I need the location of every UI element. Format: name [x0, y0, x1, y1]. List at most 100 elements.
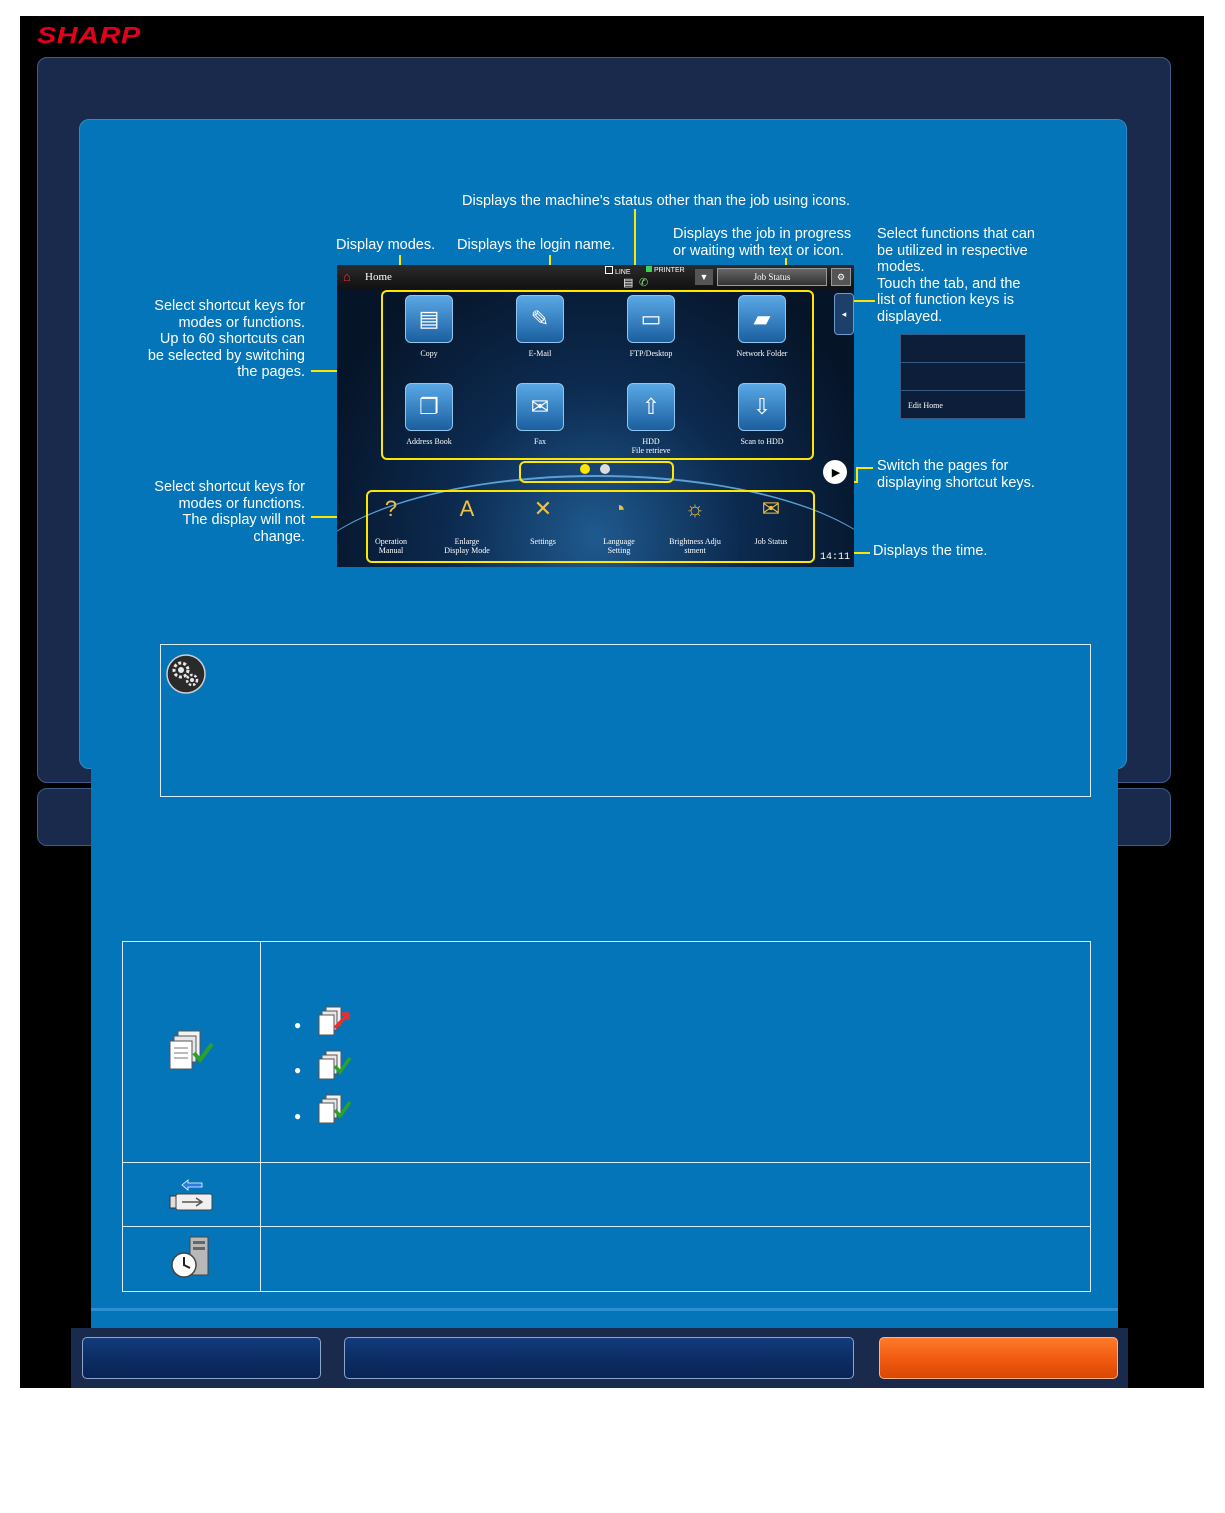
- annotation-line: modes.: [877, 259, 925, 275]
- annotation-line: displaying shortcut keys.: [877, 474, 1035, 491]
- annotation-time: Displays the time.: [873, 543, 988, 559]
- function-key-list: Edit Home: [900, 334, 1026, 419]
- status-line-label: LINE: [614, 269, 631, 276]
- home-mode-label: Home: [365, 271, 392, 283]
- usb-memory-icon: [169, 1179, 212, 1211]
- function-list-tab[interactable]: ◂: [834, 293, 854, 335]
- device-home-screen: ⌂ Home LINE PRINTER ▤ ✆ ▼ Job Status ⚙ ▤…: [337, 265, 854, 567]
- nav-button-next[interactable]: [879, 1337, 1118, 1379]
- job-complete-icon: [318, 1050, 352, 1080]
- leader-line: [549, 255, 551, 273]
- shortcut-key-label: Copy: [420, 349, 438, 358]
- job-status-icon: [169, 1030, 214, 1069]
- annotation-shortcut-top: Select shortcut keys for modes or functi…: [120, 298, 305, 381]
- scan-hdd-icon: ⇩: [738, 383, 786, 431]
- annotation-job-progress: Displays the job in progress or waiting …: [673, 226, 851, 259]
- shortcut-area-highlight: [381, 290, 814, 460]
- job-complete-icon: [318, 1094, 352, 1124]
- shortcut-key-label: Network Folder: [736, 349, 788, 358]
- clock: 14:11: [820, 552, 851, 563]
- table-row: [122, 941, 1091, 1163]
- shortcut-key-label: E-Mail: [528, 349, 552, 358]
- annotation-line: list of function keys is: [877, 292, 1014, 308]
- user-icon[interactable]: ⚙: [831, 268, 851, 286]
- annotation-line: be utilized in respective: [877, 242, 1028, 259]
- annotation-shortcut-bottom: Select shortcut keys for modes or functi…: [120, 479, 305, 545]
- annotation-line: the pages.: [237, 364, 305, 380]
- scheduled-job-icon: [170, 1236, 208, 1278]
- language-icon: ◔: [612, 496, 626, 521]
- folder-icon: ▰: [738, 295, 786, 343]
- job-status-icon: ✉: [761, 496, 781, 521]
- annotation-switch-pages: Switch the pages for displaying shortcut…: [877, 458, 1035, 491]
- book-icon: ❐: [405, 383, 453, 431]
- leader-line: [846, 300, 875, 302]
- fixed-key-label: Operation Manual: [375, 537, 407, 555]
- next-page-button[interactable]: ▶: [823, 460, 847, 484]
- screen-arc: [337, 475, 854, 567]
- content-divider: [91, 1308, 1118, 1311]
- copy-icon: ▤: [405, 295, 453, 343]
- leader-line: [634, 209, 636, 271]
- annotation-line: modes or functions.: [178, 495, 305, 512]
- fixed-key-label: Brightness Adju stment: [669, 537, 721, 555]
- tab-arrow-icon: ◂: [841, 309, 847, 319]
- status-printer-label: PRINTER: [653, 267, 685, 274]
- phone-icon: ✆: [639, 277, 649, 289]
- play-icon: ▶: [831, 466, 841, 479]
- note-box: [160, 644, 1091, 797]
- annotation-login-name: Displays the login name.: [457, 237, 615, 253]
- function-key-item[interactable]: [901, 363, 1025, 391]
- wrench-icon: ✕: [533, 496, 553, 521]
- annotation-line: change.: [253, 528, 305, 545]
- edit-home-item[interactable]: Edit Home: [901, 391, 1025, 419]
- printer-status-icon: [646, 266, 652, 272]
- enlarge-icon: A: [459, 496, 475, 521]
- annotation-line: Touch the tab, and the: [877, 275, 1021, 292]
- status-printer-indicator: PRINTER: [646, 266, 685, 274]
- monitor-icon: ▭: [627, 295, 675, 343]
- shortcut-key-label: FTP/Desktop: [629, 349, 673, 358]
- annotation-line: displayed.: [877, 308, 943, 325]
- hdd-retrieve-icon: ⇧: [627, 383, 675, 431]
- page-indicator-highlight: [519, 461, 674, 483]
- status-device-icon: ▤: [623, 277, 634, 289]
- function-key-item[interactable]: [901, 335, 1025, 363]
- sharp-logo: SHARP: [37, 22, 141, 48]
- manual-icon: ?: [384, 496, 398, 521]
- annotation-line: be selected by switching: [147, 347, 305, 364]
- job-status-button[interactable]: Job Status: [717, 268, 827, 286]
- home-icon[interactable]: ⌂: [343, 269, 351, 284]
- annotation-line: Select shortcut keys for: [154, 298, 305, 314]
- table-description-cell: [260, 941, 1091, 1163]
- leader-line: [399, 255, 401, 273]
- line-checkbox-icon: [605, 266, 613, 274]
- annotation-display-modes: Display modes.: [336, 237, 436, 253]
- status-line-indicator: LINE: [605, 266, 631, 276]
- annotation-line: Select shortcut keys for: [154, 479, 305, 495]
- dropdown-arrow-icon[interactable]: ▼: [695, 269, 713, 285]
- shortcut-key-label: Address Book: [406, 437, 452, 446]
- leader-line: [846, 552, 870, 554]
- table-description-cell: [260, 1226, 1091, 1292]
- page-dot-active[interactable]: [580, 464, 590, 474]
- fixed-key-label: Enlarge Display Mode: [444, 537, 490, 555]
- fixed-key-label: Language Setting: [603, 537, 635, 555]
- email-icon: ✎: [516, 295, 564, 343]
- job-sending-icon: [318, 1006, 350, 1036]
- table-description-cell: [260, 1162, 1091, 1227]
- table-icon-cell: [122, 1162, 261, 1227]
- annotation-line: Displays the job in progress: [673, 226, 852, 242]
- shortcut-key-label: HDD File retrieve: [631, 437, 671, 455]
- nav-button-index[interactable]: [344, 1337, 854, 1379]
- annotation-status-icons: Displays the machine's status other than…: [462, 193, 851, 209]
- table-icon-cell: [122, 941, 261, 1163]
- nav-button-prev[interactable]: [82, 1337, 321, 1379]
- page-dot[interactable]: [600, 464, 610, 474]
- list-bullet: ●: [294, 1109, 302, 1123]
- table-row: [122, 1226, 1091, 1292]
- annotation-select-functions: Select functions that can be utilized in…: [877, 226, 1035, 325]
- fax-icon: ✉: [516, 383, 564, 431]
- leader-line: [856, 467, 858, 482]
- annotation-line: Up to 60 shortcuts can: [159, 331, 305, 347]
